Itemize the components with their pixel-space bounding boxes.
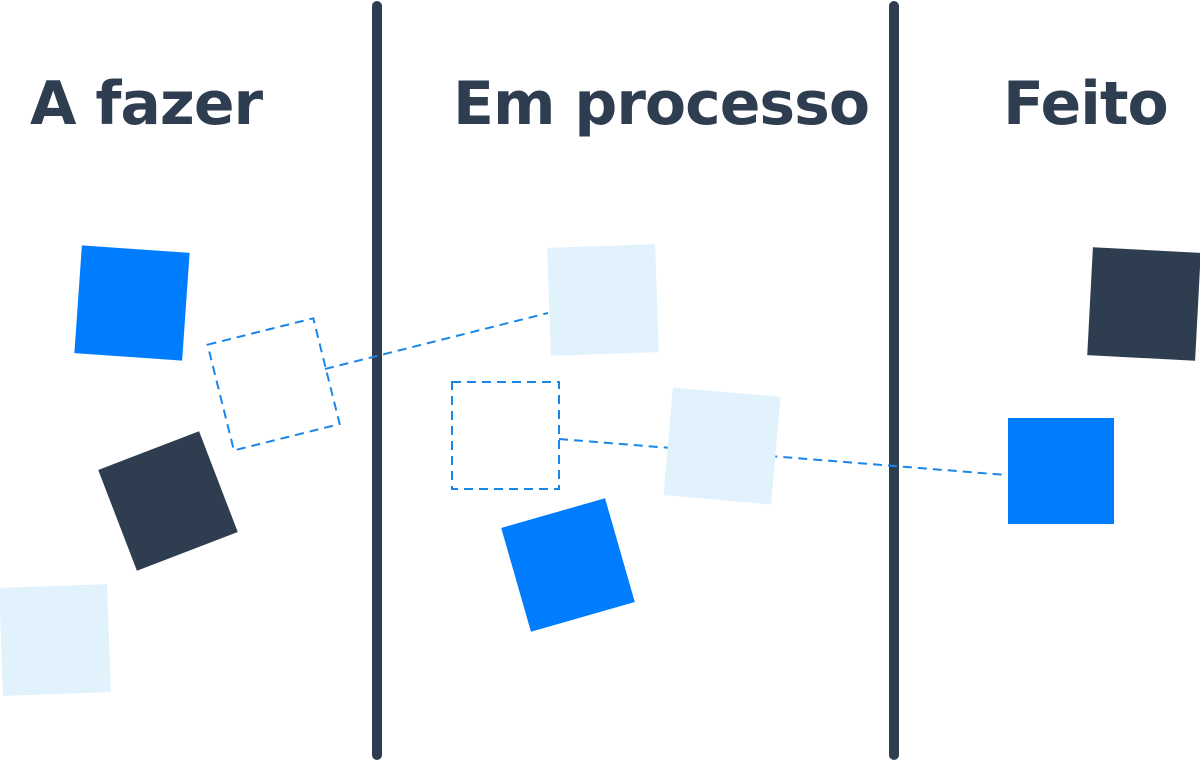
column-title-done: Feito — [1003, 69, 1169, 139]
column-title-todo: A fazer — [30, 69, 263, 139]
drag-path-line — [324, 312, 549, 370]
task-card-dark[interactable] — [98, 431, 238, 571]
task-card-dark[interactable] — [1087, 247, 1200, 361]
card-drop-placeholder — [206, 317, 341, 452]
task-card-light[interactable] — [663, 387, 781, 505]
task-card-blue[interactable] — [74, 245, 190, 361]
task-card-blue[interactable] — [501, 498, 635, 632]
card-drop-placeholder — [451, 381, 560, 490]
column-title-in-progress: Em processo — [453, 69, 870, 139]
task-card-light[interactable] — [547, 244, 659, 356]
drag-path-line — [558, 438, 1007, 476]
task-card-blue[interactable] — [1008, 418, 1114, 524]
task-card-light[interactable] — [0, 584, 111, 696]
